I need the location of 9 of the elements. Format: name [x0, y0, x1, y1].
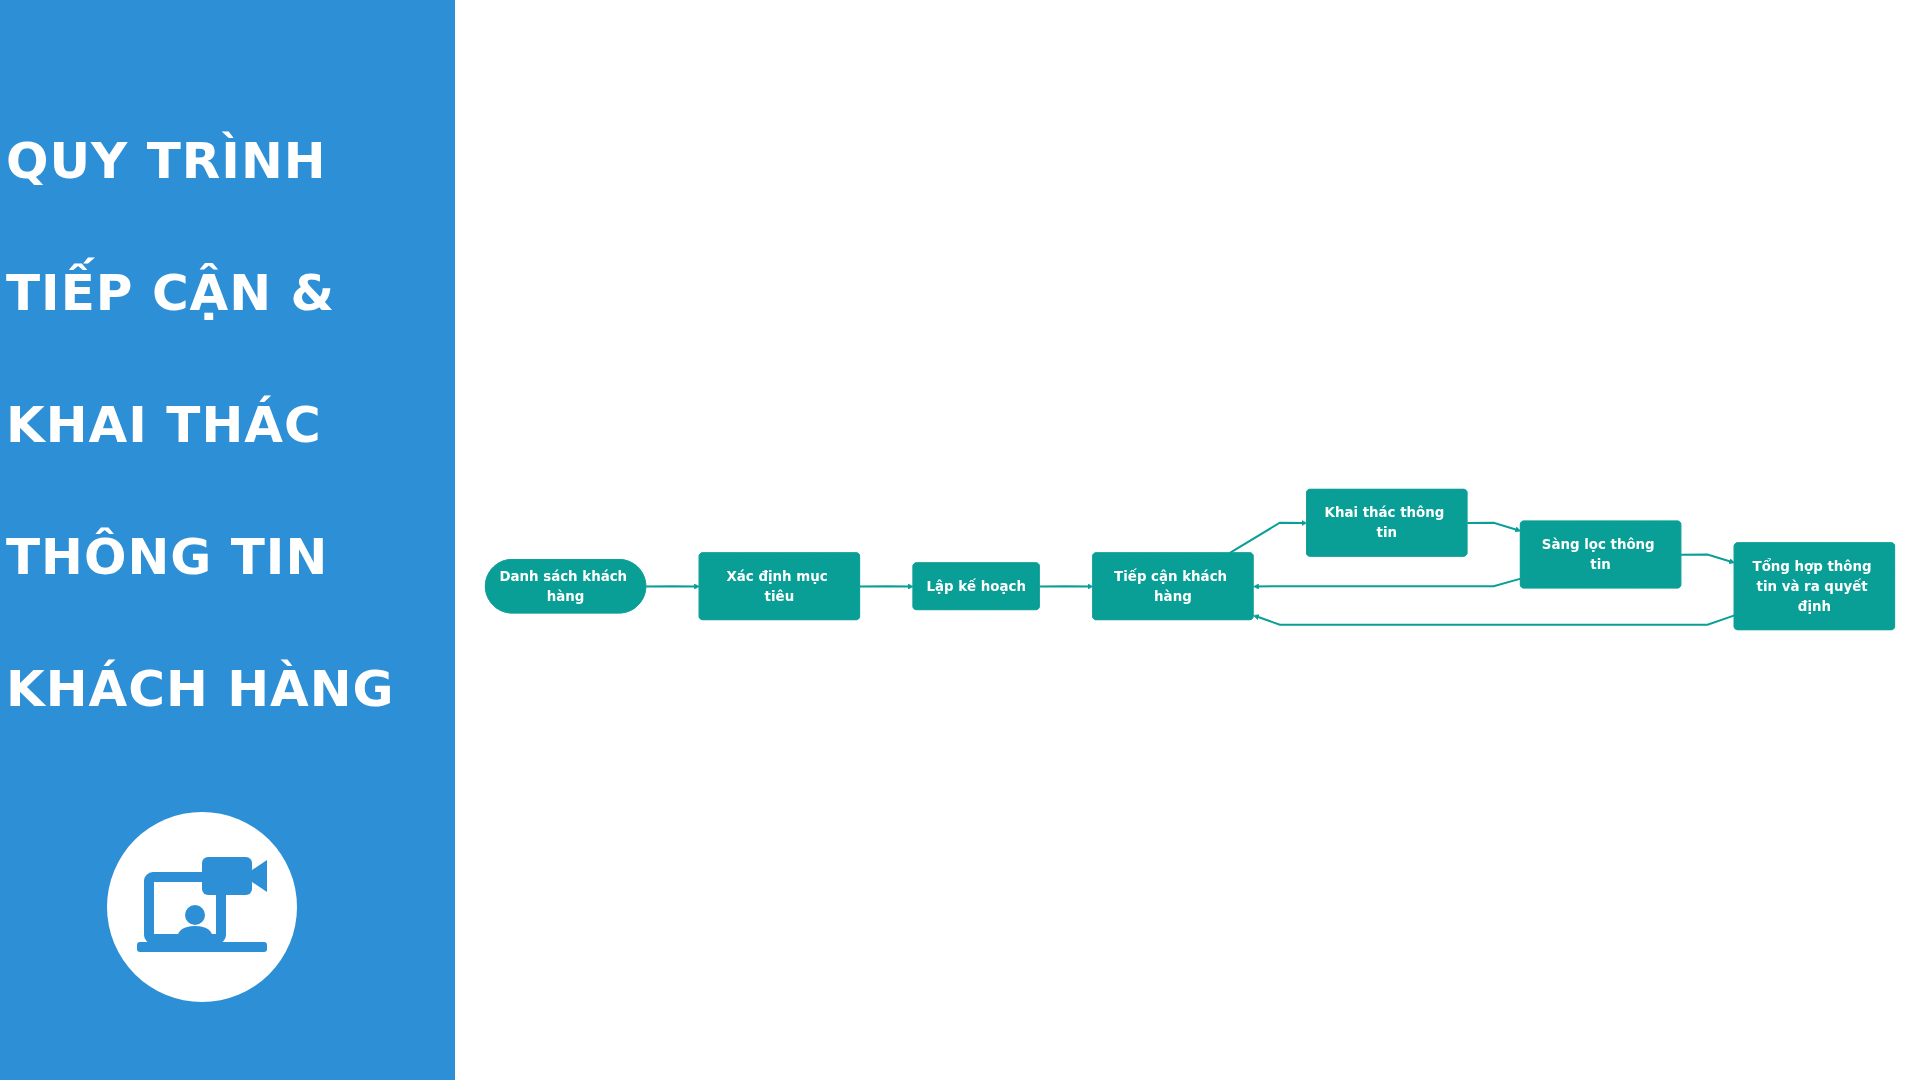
arrow: [1038, 584, 1094, 590]
arrow: [1253, 578, 1522, 590]
arrow: [858, 584, 914, 590]
arrow: [1253, 614, 1736, 627]
arrow: [1680, 553, 1735, 565]
arrow: [1228, 520, 1308, 555]
arrow: [645, 584, 700, 590]
title: QUY TRÌNH TIẾP CẬN & KHAI THÁC THÔNG TIN KHÁCH HÀNG: [6, 130, 396, 720]
arrow: [1466, 522, 1521, 533]
